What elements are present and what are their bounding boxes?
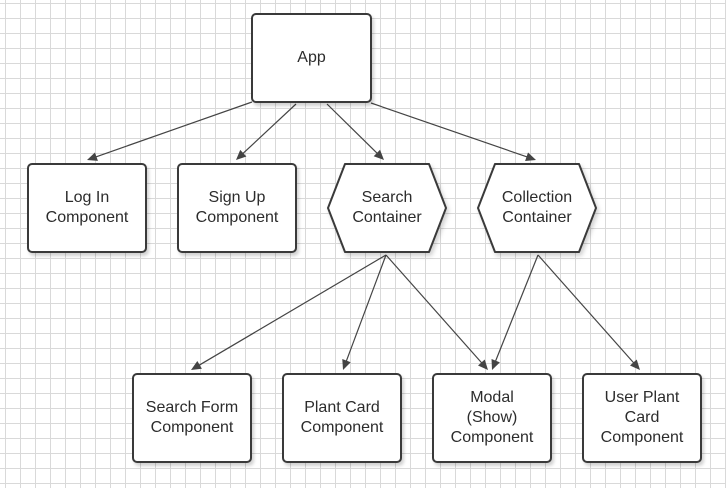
app-to-search-container-arrow — [326, 103, 384, 160]
search-to-search-form-arrow-line — [198, 254, 387, 366]
login-component-node[interactable]: Log In Component — [27, 163, 147, 253]
app-label: App — [297, 49, 326, 66]
search-to-modal-arrow — [385, 254, 488, 370]
login-component-label: Log In Component — [45, 189, 129, 226]
user-plant-card-component-label: User Plant Card Component — [600, 389, 684, 446]
collection-to-user-plant-card-arrow-line — [537, 254, 635, 364]
collection-to-modal-arrow-line — [494, 254, 539, 362]
search-to-search-form-arrow-head — [191, 361, 202, 370]
app-to-search-container-arrow-line — [326, 103, 379, 155]
app-node[interactable]: App — [251, 13, 372, 103]
app-to-login-arrow-head — [87, 152, 98, 161]
signup-component-node[interactable]: Sign Up Component — [177, 163, 297, 253]
app-to-search-container-arrow-head — [373, 149, 384, 160]
app-to-signup-arrow-head — [236, 149, 247, 160]
collection-to-modal-arrow-head — [491, 359, 500, 370]
app-to-collection-container-arrow — [370, 102, 536, 161]
app-to-signup-arrow — [236, 103, 297, 160]
search-container-node[interactable]: Search Container — [327, 163, 447, 253]
modal-show-component-node[interactable]: Modal (Show) Component — [432, 373, 552, 463]
search-to-search-form-arrow — [191, 254, 387, 370]
search-form-component-node[interactable]: Search Form Component — [132, 373, 252, 463]
plant-card-component-label: Plant Card Component — [300, 399, 384, 436]
collection-to-modal-arrow — [491, 254, 539, 370]
app-to-login-arrow-line — [95, 101, 253, 158]
search-to-plant-card-arrow-head — [342, 359, 351, 370]
hexagon-shape — [477, 163, 597, 253]
search-to-modal-arrow-head — [477, 359, 488, 370]
search-to-plant-card-arrow — [342, 254, 387, 370]
modal-show-component-label: Modal (Show) Component — [450, 389, 534, 446]
collection-to-user-plant-card-arrow-head — [629, 359, 640, 370]
user-plant-card-component-node[interactable]: User Plant Card Component — [582, 373, 702, 463]
edge-group — [87, 101, 640, 370]
search-to-modal-arrow-line — [385, 254, 483, 364]
app-to-login-arrow — [87, 101, 253, 161]
plant-card-component-node[interactable]: Plant Card Component — [282, 373, 402, 463]
hexagon-shape — [327, 163, 447, 253]
search-form-component-label: Search Form Component — [145, 399, 239, 436]
collection-container-label: Collection Container — [501, 189, 573, 226]
signup-component-label: Sign Up Component — [195, 189, 279, 226]
app-to-collection-container-arrow-head — [525, 152, 536, 161]
search-to-plant-card-arrow-line — [345, 254, 387, 362]
app-to-signup-arrow-line — [242, 103, 297, 155]
app-to-collection-container-arrow-line — [370, 102, 528, 158]
search-container-label: Search Container — [352, 189, 422, 226]
collection-container-node[interactable]: Collection Container — [477, 163, 597, 253]
collection-to-user-plant-card-arrow — [537, 254, 640, 370]
